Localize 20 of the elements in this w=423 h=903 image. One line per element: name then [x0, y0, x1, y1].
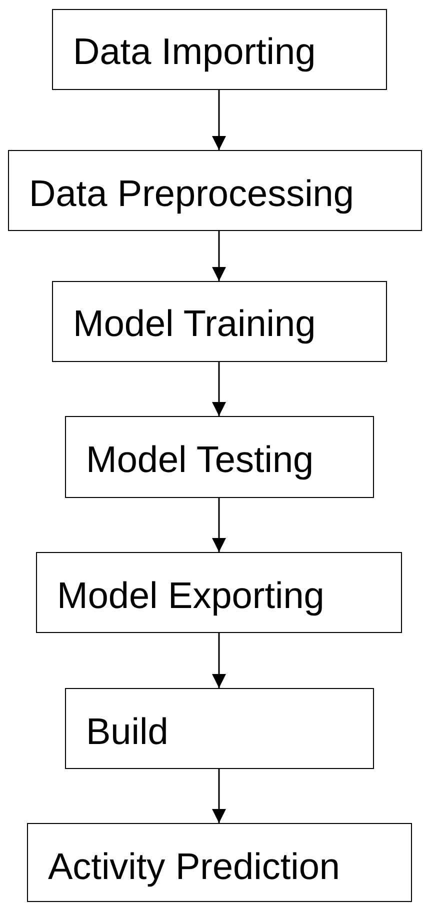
process-box — [8, 150, 422, 231]
step-label: Activity Prediction — [48, 846, 340, 888]
process-box — [52, 281, 387, 362]
step-label: Model Exporting — [57, 575, 324, 617]
arrow — [212, 633, 226, 688]
step-label: Data Importing — [73, 31, 316, 73]
step-label: Build — [86, 711, 168, 753]
process-box — [36, 552, 402, 633]
arrow — [212, 362, 226, 416]
process-box — [27, 823, 412, 902]
arrow — [212, 498, 226, 552]
step-label: Model Training — [73, 303, 316, 345]
process-box — [65, 688, 374, 769]
step-label: Data Preprocessing — [29, 173, 354, 215]
arrow — [212, 90, 226, 150]
process-box — [52, 9, 387, 90]
arrow — [212, 231, 226, 281]
step-label: Model Testing — [86, 439, 314, 481]
arrow — [212, 769, 226, 823]
process-box — [65, 416, 374, 498]
